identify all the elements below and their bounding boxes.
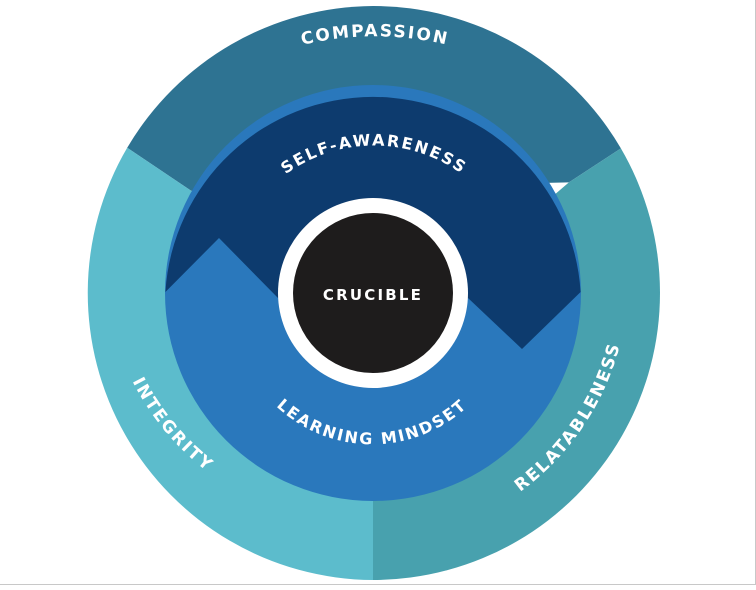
- label-crucible: CRUCIBLE: [323, 286, 423, 304]
- center-crucible: [293, 213, 453, 373]
